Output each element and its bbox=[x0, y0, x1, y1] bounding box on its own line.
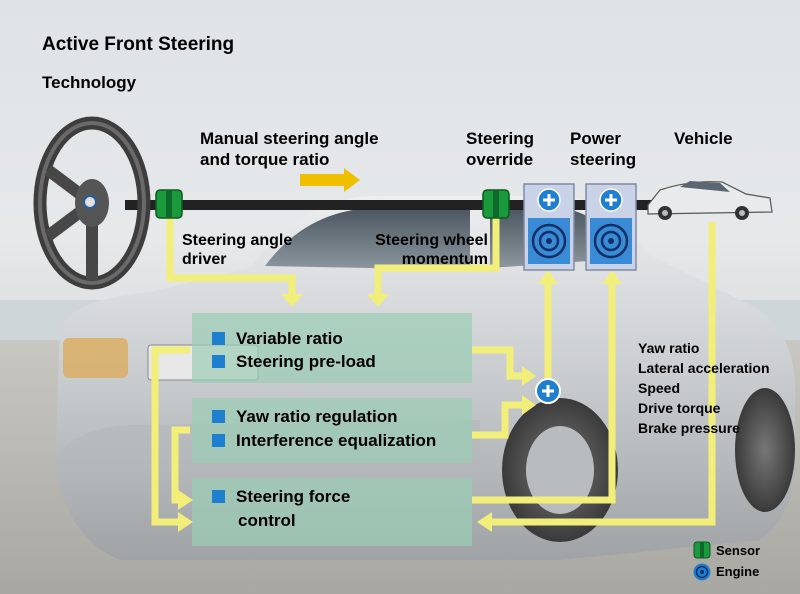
function-boxes bbox=[192, 313, 472, 546]
function-item-label: Yaw ratio regulation bbox=[236, 407, 398, 426]
steering-angle-label-line1: Steering angle bbox=[182, 232, 293, 249]
vehicle-signal: Speed bbox=[638, 380, 681, 396]
legend-sensor-icon bbox=[693, 541, 711, 559]
power-steering-label-line1: Power bbox=[570, 129, 622, 148]
sensor-icon bbox=[155, 189, 183, 219]
page-subtitle: Technology bbox=[42, 73, 137, 92]
steering-override-label: Steering override bbox=[466, 128, 534, 170]
steering-override-label-line1: Steering bbox=[466, 129, 535, 148]
function-item-label: Steering force bbox=[236, 487, 351, 506]
function-item-label: Interference equalization bbox=[236, 431, 437, 450]
legend-engine-label: Engine bbox=[716, 564, 760, 579]
legend-sensor-label: Sensor bbox=[716, 543, 761, 558]
vehicle-signal: Brake pressure bbox=[638, 420, 740, 436]
function-box-ratio bbox=[192, 313, 472, 383]
bullet-square-icon bbox=[212, 355, 225, 368]
steering-column bbox=[125, 200, 665, 210]
signal-momentum-line bbox=[374, 212, 500, 296]
function-item-label: Variable ratio bbox=[236, 329, 343, 348]
vehicle-icon bbox=[647, 181, 773, 220]
signal-regulation-to-sum bbox=[472, 401, 528, 439]
summation-node-icon bbox=[535, 378, 561, 404]
signal-ratio-feedback bbox=[151, 346, 190, 526]
sensor-icon bbox=[482, 189, 510, 219]
signal-force-to-power bbox=[472, 282, 616, 504]
signal-arrowheads bbox=[178, 270, 622, 532]
bullet-square-icon bbox=[212, 434, 225, 447]
function-box-regulation bbox=[192, 398, 472, 463]
steering-override-label-line2: override bbox=[466, 150, 534, 169]
engine-icon bbox=[593, 223, 629, 259]
function-item: Steering pre-load bbox=[212, 350, 376, 373]
signal-regulation-feedback bbox=[171, 426, 190, 504]
power-steering-label: Power steering bbox=[570, 128, 636, 170]
vehicle-label: Vehicle bbox=[674, 129, 733, 148]
steering-angle-label: Steering angle driver bbox=[182, 231, 292, 269]
function-item: Interference equalization bbox=[212, 429, 436, 452]
vehicle-signal: Yaw ratio bbox=[638, 340, 700, 356]
function-item: Variable ratio bbox=[212, 327, 343, 350]
steering-wheel-icon bbox=[33, 116, 151, 290]
bullet-square-icon bbox=[212, 332, 225, 345]
manual-steering-label: Manual steering angle and torque ratio bbox=[200, 128, 379, 170]
signal-lines bbox=[151, 212, 716, 526]
vehicle-signal: Lateral acceleration bbox=[638, 360, 770, 376]
steering-override-unit bbox=[523, 183, 575, 271]
signal-ratio-to-sum bbox=[472, 346, 528, 380]
engine-icon bbox=[531, 223, 567, 259]
function-box-force bbox=[192, 478, 472, 546]
manual-steering-label-line2: and torque ratio bbox=[200, 150, 330, 169]
power-steering-unit bbox=[585, 183, 637, 271]
function-item-continuation: control bbox=[238, 511, 296, 530]
vehicle-signals-list: Yaw ratio Lateral acceleration Speed Dri… bbox=[638, 338, 770, 438]
function-item: Yaw ratio regulation bbox=[212, 405, 398, 428]
power-steering-label-line2: steering bbox=[570, 150, 637, 169]
function-item-label: Steering pre-load bbox=[236, 352, 376, 371]
manual-steering-label-line1: Manual steering angle bbox=[200, 129, 379, 148]
vehicle-signal: Drive torque bbox=[638, 400, 721, 416]
signal-vehicle-feedback bbox=[490, 222, 716, 526]
steering-momentum-label-line2: momentum bbox=[401, 251, 488, 268]
steering-angle-label-line2: driver bbox=[182, 251, 227, 268]
direction-arrow-icon bbox=[300, 168, 360, 192]
bullet-square-icon bbox=[212, 490, 225, 503]
legend-engine-icon bbox=[693, 563, 711, 581]
bmw-logo-icon bbox=[83, 195, 97, 209]
signal-angle-line bbox=[166, 212, 296, 296]
page-title: Active Front Steering bbox=[42, 34, 235, 55]
bullet-square-icon bbox=[212, 410, 225, 423]
function-item: Steering force bbox=[212, 485, 350, 508]
steering-momentum-label-line1: Steering wheel bbox=[375, 232, 488, 249]
steering-momentum-label: Steering wheel momentum bbox=[340, 231, 488, 269]
